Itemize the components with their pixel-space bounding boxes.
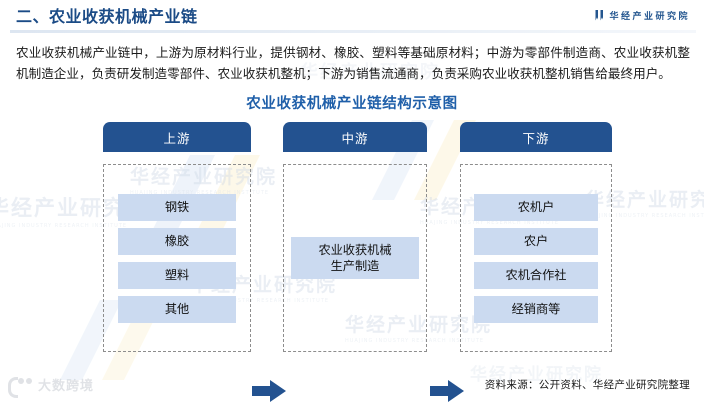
diagram-canvas: 上游 中游 下游 钢铁 橡胶 塑料 其他 农业收获机械 生产制造 农机户 农户 … xyxy=(0,122,704,402)
column-downstream: 农机户 农户 农机合作社 经销商等 xyxy=(460,164,612,352)
corner-watermark-logo: 大数跨境 xyxy=(8,375,95,398)
industry-chain-diagram: 农业收获机械产业链结构示意图 上游 中游 下游 钢铁 橡胶 塑料 其他 农业收获… xyxy=(0,92,704,402)
node-downstream-4: 经销商等 xyxy=(474,295,598,323)
brand-logo: 华经产业研究院 xyxy=(595,9,690,22)
node-upstream-4: 其他 xyxy=(118,295,236,323)
node-upstream-1: 钢铁 xyxy=(118,193,236,221)
node-midstream-1: 农业收获机械 生产制造 xyxy=(291,237,419,279)
header-divider xyxy=(10,30,696,33)
node-downstream-1: 农机户 xyxy=(474,193,598,221)
source-note: 资料来源：公开资料、华经产业研究院整理 xyxy=(484,379,690,391)
arrow-right-icon xyxy=(430,380,464,402)
node-upstream-3: 塑料 xyxy=(118,261,236,289)
node-upstream-2: 橡胶 xyxy=(118,227,236,255)
column-header-upstream: 上游 xyxy=(103,122,251,152)
arrow-right-icon xyxy=(252,380,286,402)
intro-paragraph: 农业收获机械产业链中，上游为原材料行业，提供钢材、橡胶、塑料等基础原材料；中游为… xyxy=(16,45,690,81)
column-header-downstream: 下游 xyxy=(460,122,612,152)
column-upstream: 钢铁 橡胶 塑料 其他 xyxy=(103,164,251,352)
chart-title: 农业收获机械产业链结构示意图 xyxy=(246,96,458,112)
dashukuajing-logo-icon xyxy=(8,376,34,398)
column-header-midstream: 中游 xyxy=(283,122,427,152)
page-header: 二、农业收获机械产业链 华经产业研究院 xyxy=(0,0,704,30)
page-title: 二、农业收获机械产业链 xyxy=(16,7,198,26)
column-midstream: 农业收获机械 生产制造 xyxy=(283,164,427,352)
bookmark-icon xyxy=(595,9,604,21)
corner-watermark-text: 大数跨境 xyxy=(38,379,95,394)
brand-name: 华经产业研究院 xyxy=(609,11,690,22)
node-downstream-2: 农户 xyxy=(474,227,598,255)
node-downstream-3: 农机合作社 xyxy=(474,261,598,289)
